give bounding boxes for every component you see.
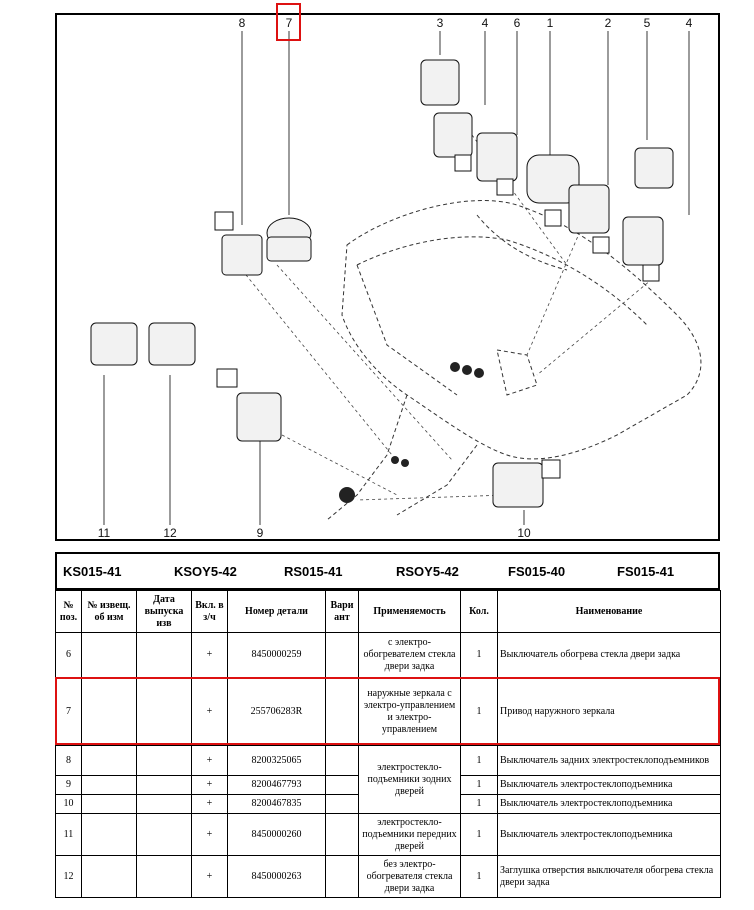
cell-incl: + [191, 794, 228, 814]
cell-pos: 12 [55, 855, 82, 898]
cell-part-number: 8450000259 [227, 632, 326, 678]
header-date: Дата выпуска изв [136, 590, 192, 633]
cell-part-number: 8200467793 [227, 775, 326, 795]
table-header-row: № поз. № извещ. об изм Дата выпуска изв … [55, 590, 721, 633]
callout-label: 7 [286, 16, 293, 30]
table-row: 10 + 8200467835 1 Выключатель электросте… [55, 794, 721, 814]
table-row: 11 + 8450000260 электростекло-подъемники… [55, 813, 721, 856]
cell-applicability: без электро-обогревателя стекла двери за… [358, 855, 461, 898]
cell-name: Привод наружного зеркала [497, 677, 721, 746]
cell-name: Выключатель обогрева стекла двери задка [497, 632, 721, 678]
table-row: 8 + 8200325065 электростекло-подъемники … [55, 745, 721, 814]
callout-label: 3 [437, 16, 444, 30]
header-applicability: Применяемость [358, 590, 461, 633]
cell-name: Выключатель электростеклоподъемника [497, 813, 721, 856]
cell-part-number: 255706283R [227, 677, 326, 746]
callout-label: 10 [517, 526, 531, 539]
model-code: FS015-40 [508, 564, 566, 579]
cell-incl: + [191, 855, 228, 898]
callout-label: 1 [547, 16, 554, 30]
cell-pos: 7 [55, 677, 82, 746]
model-code: KSOY5-42 [174, 564, 237, 579]
cell-incl: + [191, 813, 228, 856]
cell-applicability: электростекло-подъемники передних дверей [358, 813, 461, 856]
cell-pos: 8 [55, 745, 82, 776]
cell-pos: 6 [55, 632, 82, 678]
cell-part-number: 8200325065 [227, 745, 326, 776]
cell-name: Выключатель электростеклоподъемника [497, 794, 721, 814]
callout-label: 4 [686, 16, 693, 30]
cell-applicability: электростекло-подъемники зодних дверей [358, 745, 461, 814]
table-row: 9 + 8200467793 1 Выключатель электростек… [55, 775, 721, 795]
parts-table: № поз. № извещ. об изм Дата выпуска изв … [55, 590, 721, 898]
cell-qty: 1 [460, 794, 498, 814]
callout-label: 8 [239, 16, 246, 30]
callout-label: 11 [98, 526, 111, 539]
cell-pos: 10 [55, 794, 82, 814]
callout-label: 5 [644, 16, 651, 30]
cell-pos: 9 [55, 775, 82, 795]
cell-name: Выключатель задних электростеклоподъемни… [497, 745, 721, 776]
callout-label: 9 [257, 526, 264, 539]
callout-label: 6 [514, 16, 521, 30]
table-row: 12 + 8450000263 без электро-обогревателя… [55, 855, 721, 898]
callout-label: 12 [163, 526, 177, 539]
cell-incl: + [191, 677, 228, 746]
cell-name: Выключатель электростеклоподъемника [497, 775, 721, 795]
cell-pos: 11 [55, 813, 82, 856]
cell-qty: 1 [460, 813, 498, 856]
cell-name: Заглушка отверстия выключателя обогрева … [497, 855, 721, 898]
cell-applicability: наружные зеркала с электро-управлением и… [358, 677, 461, 746]
cell-qty: 1 [460, 677, 498, 746]
model-code: RSOY5-42 [396, 564, 459, 579]
model-code: KS015-41 [63, 564, 122, 579]
cell-part-number: 8450000260 [227, 813, 326, 856]
header-variant: Вари ант [325, 590, 359, 633]
header-name: Наименование [497, 590, 721, 633]
model-codes-bar: KS015-41 KSOY5-42 RS015-41 RSOY5-42 FS01… [55, 552, 720, 590]
header-pos: № поз. [55, 590, 82, 633]
cell-qty: 1 [460, 632, 498, 678]
table-row: 6 + 8450000259 с электро-обогревателем с… [55, 632, 721, 678]
cell-qty: 1 [460, 745, 498, 776]
model-code: FS015-41 [617, 564, 675, 579]
callout-label: 4 [482, 16, 489, 30]
header-incl: Вкл. в з/ч [191, 590, 228, 633]
cell-incl: + [191, 745, 228, 776]
header-qty: Кол. [460, 590, 498, 633]
cell-applicability: с электро-обогревателем стекла двери зад… [358, 632, 461, 678]
header-notice: № извещ. об изм [81, 590, 137, 633]
cell-qty: 1 [460, 775, 498, 795]
cell-incl: + [191, 775, 228, 795]
cell-part-number: 8450000263 [227, 855, 326, 898]
model-code: RS015-41 [284, 564, 343, 579]
cell-qty: 1 [460, 855, 498, 898]
callout-label: 2 [605, 16, 612, 30]
table-row-highlighted: 7 + 255706283R наружные зеркала с электр… [55, 677, 721, 746]
header-part-number: Номер детали [227, 590, 326, 633]
cell-incl: + [191, 632, 228, 678]
cell-part-number: 8200467835 [227, 794, 326, 814]
